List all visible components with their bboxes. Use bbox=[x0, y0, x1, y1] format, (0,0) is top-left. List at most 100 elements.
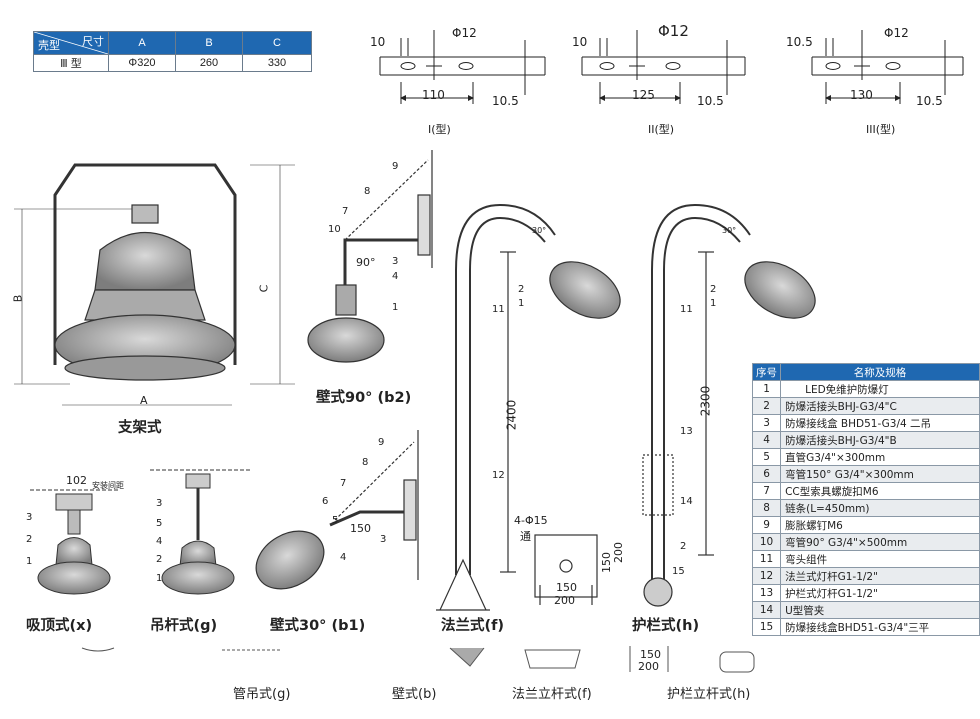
bracket-dim-b: B bbox=[11, 294, 25, 303]
corner-bottom-label: 壳型 bbox=[38, 40, 60, 52]
wall90-callout-3: 3 bbox=[392, 256, 399, 267]
pendant-label: 吊杆式(g) bbox=[150, 618, 218, 634]
rail-pole-drawing bbox=[642, 203, 816, 607]
flange-callout-11: 11 bbox=[492, 304, 505, 315]
bracket-dim-c: C bbox=[257, 284, 271, 293]
part-name: 防爆活接头BHJ-G3/4"C bbox=[780, 397, 980, 415]
mount2-height: 10.5 bbox=[697, 94, 724, 108]
rail-height: 2300 bbox=[698, 385, 713, 417]
part-name: 链条(L=450mm) bbox=[780, 499, 980, 517]
wall90-callout-9: 9 bbox=[392, 161, 399, 172]
wall30-drawing bbox=[255, 430, 419, 590]
flange-callout-2: 2 bbox=[518, 284, 525, 295]
part-no: 8 bbox=[751, 499, 782, 517]
part-name: 弯头组件 bbox=[780, 550, 980, 568]
mount3-left-dim: 10.5 bbox=[786, 35, 813, 49]
flange-label: 法兰式(f) bbox=[441, 618, 505, 634]
ceiling-callout-1: 1 bbox=[26, 556, 33, 567]
rail-label: 护栏式(h) bbox=[632, 618, 700, 634]
mount3-height: 10.5 bbox=[916, 94, 943, 108]
ceiling-dim: 102 bbox=[66, 474, 87, 487]
row-a: Φ320 bbox=[108, 54, 176, 72]
bracket-lamp-drawing bbox=[14, 163, 295, 406]
rail-callout-15: 15 bbox=[672, 566, 685, 577]
ceiling-callout-2: 2 bbox=[26, 534, 33, 545]
pendant-callout-4: 4 bbox=[156, 536, 163, 547]
wall90-angle: 90° bbox=[356, 256, 376, 269]
part-name: 防爆活接头BHJ-G3/4"B bbox=[780, 431, 980, 449]
row-type: Ⅲ 型 bbox=[33, 54, 109, 72]
part-no: 15 bbox=[751, 618, 782, 636]
wall30-callout-3: 3 bbox=[380, 534, 387, 545]
part-name: U型管夹 bbox=[780, 601, 980, 619]
wall30-callout-5: 5 bbox=[332, 515, 339, 526]
flange-callout-12: 12 bbox=[492, 470, 505, 481]
wall30-callout-9: 9 bbox=[378, 437, 385, 448]
part-no: 12 bbox=[751, 567, 782, 585]
ceiling-callout-3: 3 bbox=[26, 512, 33, 523]
mount2-left-dim: 10 bbox=[572, 35, 588, 49]
part-name: 法兰式灯杆G1-1/2" bbox=[780, 567, 980, 585]
rail-callout-1: 1 bbox=[710, 298, 717, 309]
wall30-dim: 150 bbox=[350, 522, 371, 535]
bottom-dim-1: 150 bbox=[640, 648, 661, 661]
flange-base-w2: 200 bbox=[554, 594, 575, 607]
caption-b: 壁式(b) bbox=[392, 687, 437, 702]
part-no: 11 bbox=[751, 550, 782, 568]
wall30-callout-6: 6 bbox=[322, 496, 329, 507]
caption-g: 管吊式(g) bbox=[233, 687, 291, 702]
bracket-label: 支架式 bbox=[118, 420, 162, 436]
flange-base-w1: 150 bbox=[556, 581, 577, 594]
mount2-spacing: 125 bbox=[632, 88, 655, 102]
wall30-label: 壁式30° (b1) bbox=[270, 618, 366, 634]
flange-height: 2400 bbox=[504, 399, 519, 431]
ceiling-label: 吸顶式(x) bbox=[26, 618, 93, 634]
part-name: 膨胀螺钉M6 bbox=[780, 516, 980, 534]
mount2-label: II(型) bbox=[648, 123, 675, 136]
header-c: C bbox=[242, 31, 312, 55]
caption-h: 护栏立杆式(h) bbox=[667, 687, 751, 702]
pendant-callout-3: 3 bbox=[156, 498, 163, 509]
row-c: 330 bbox=[242, 54, 312, 72]
caption-f: 法兰立杆式(f) bbox=[512, 687, 592, 702]
flange-angle: 30° bbox=[532, 226, 547, 235]
mount1-hole: Φ12 bbox=[452, 26, 477, 40]
part-no: 10 bbox=[751, 533, 782, 551]
bottom-thumbnails bbox=[81, 646, 755, 673]
mount3-spacing: 130 bbox=[850, 88, 873, 102]
parts-header-no: 序号 bbox=[751, 363, 782, 381]
pendant-drawing bbox=[150, 469, 250, 595]
mount1-height: 10.5 bbox=[492, 94, 519, 108]
mount-detail-2 bbox=[581, 30, 746, 104]
mount1-spacing: 110 bbox=[422, 88, 445, 102]
wall30-callout-7: 7 bbox=[340, 478, 347, 489]
corner-top-label: 尺寸 bbox=[82, 36, 104, 48]
flange-base-h2: 200 bbox=[612, 542, 625, 563]
rail-callout-11: 11 bbox=[680, 304, 693, 315]
dimension-table: 尺寸 壳型 A B C Ⅲ 型 Φ320 260 330 bbox=[33, 31, 312, 72]
part-name: CC型索具螺旋扣M6 bbox=[780, 482, 980, 500]
wall90-callout-7: 7 bbox=[342, 206, 349, 217]
wall30-callout-4: 4 bbox=[340, 552, 347, 563]
flange-holes-note: 通 bbox=[520, 530, 531, 543]
part-no: 4 bbox=[751, 431, 782, 449]
part-name: 弯管150° G3/4"×300mm bbox=[780, 465, 980, 483]
pendant-callout-2: 2 bbox=[156, 554, 163, 565]
header-b: B bbox=[175, 31, 243, 55]
part-name: 弯管90° G3/4"×500mm bbox=[780, 533, 980, 551]
mount-detail-3 bbox=[811, 30, 964, 104]
wall90-callout-4: 4 bbox=[392, 271, 399, 282]
ceiling-drawing bbox=[30, 489, 118, 595]
bottom-dim-2: 200 bbox=[638, 660, 659, 673]
part-name: 防爆接线盒 BHD51-G3/4 二吊 bbox=[780, 414, 980, 432]
part-name: LED免维护防爆灯 bbox=[780, 380, 980, 398]
rail-angle: 30° bbox=[722, 226, 737, 235]
bracket-dim-a: A bbox=[140, 394, 148, 407]
mount3-label: III(型) bbox=[866, 123, 896, 136]
pendant-callout-5: 5 bbox=[156, 518, 163, 529]
ceiling-note: 安装间距 bbox=[92, 481, 124, 490]
rail-callout-14: 14 bbox=[680, 496, 693, 507]
part-name: 直管G3/4"×300mm bbox=[780, 448, 980, 466]
